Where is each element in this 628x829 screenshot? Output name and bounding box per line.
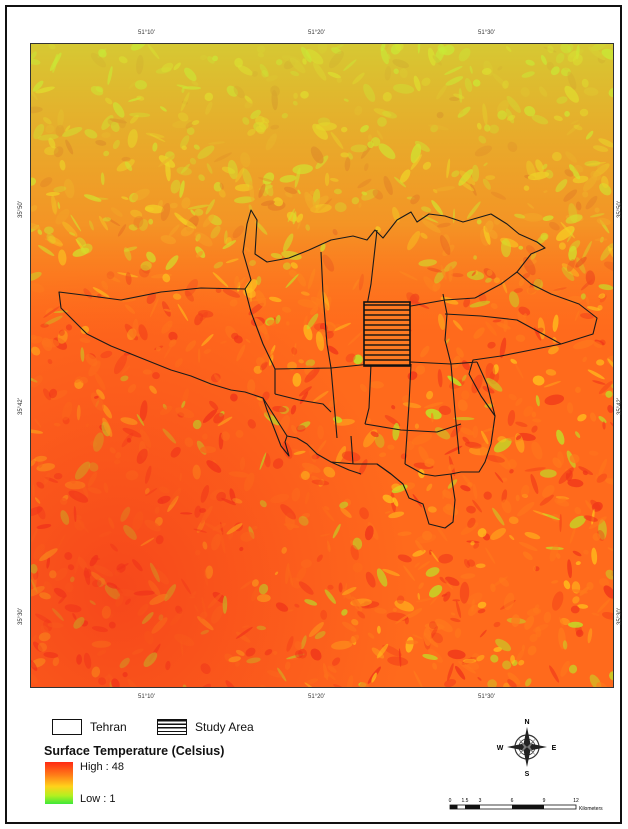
- scale-tick-5: 12: [573, 798, 579, 804]
- legend-tehran: Tehran: [52, 719, 127, 735]
- right-tick-1: 35°50': [617, 201, 623, 218]
- left-tick-3: 35°30': [18, 608, 24, 625]
- bottom-tick-2: 51°20': [308, 694, 325, 700]
- surface-temperature-map: [30, 43, 614, 688]
- top-tick-2: 51°20': [308, 30, 325, 36]
- scale-bar: 0 1.5 3 6 9 12 Kilometers: [449, 798, 604, 812]
- right-tick-2: 35°42': [617, 398, 623, 415]
- scale-tick-3: 6: [511, 798, 514, 804]
- west-label: W: [497, 745, 504, 752]
- bottom-tick-1: 51°10': [138, 694, 155, 700]
- study-area-swatch: [157, 719, 187, 735]
- east-label: E: [552, 745, 557, 752]
- north-label: N: [524, 719, 529, 726]
- top-tick-3: 51°30': [478, 30, 495, 36]
- scale-tick-4: 9: [543, 798, 546, 804]
- study-area: [363, 301, 411, 367]
- south-label: S: [525, 771, 530, 778]
- scale-tick-2: 3: [479, 798, 482, 804]
- left-tick-1: 35°50': [18, 201, 24, 218]
- top-tick-1: 51°10': [138, 30, 155, 36]
- scale-unit: Kilometers: [579, 806, 603, 812]
- temperature-color-ramp: [45, 762, 73, 804]
- tehran-swatch: [52, 719, 82, 735]
- legend-study-area: Study Area: [157, 719, 254, 735]
- tehran-boundary: [58, 209, 598, 529]
- scale-tick-1: 1.5: [462, 798, 469, 804]
- ramp-high-label: High : 48: [80, 761, 125, 773]
- right-tick-3: 35°30': [617, 608, 623, 625]
- legend-title: Surface Temperature (Celsius): [44, 744, 225, 758]
- scale-tick-0: 0: [449, 798, 452, 804]
- north-arrow: N S E W: [497, 719, 557, 778]
- left-tick-2: 35°42': [18, 398, 24, 415]
- bottom-tick-3: 51°30': [478, 694, 495, 700]
- ramp-low-label: Low : 1: [80, 793, 116, 805]
- tehran-label: Tehran: [90, 720, 127, 734]
- map-frame: [5, 5, 622, 824]
- study-area-label: Study Area: [195, 720, 254, 734]
